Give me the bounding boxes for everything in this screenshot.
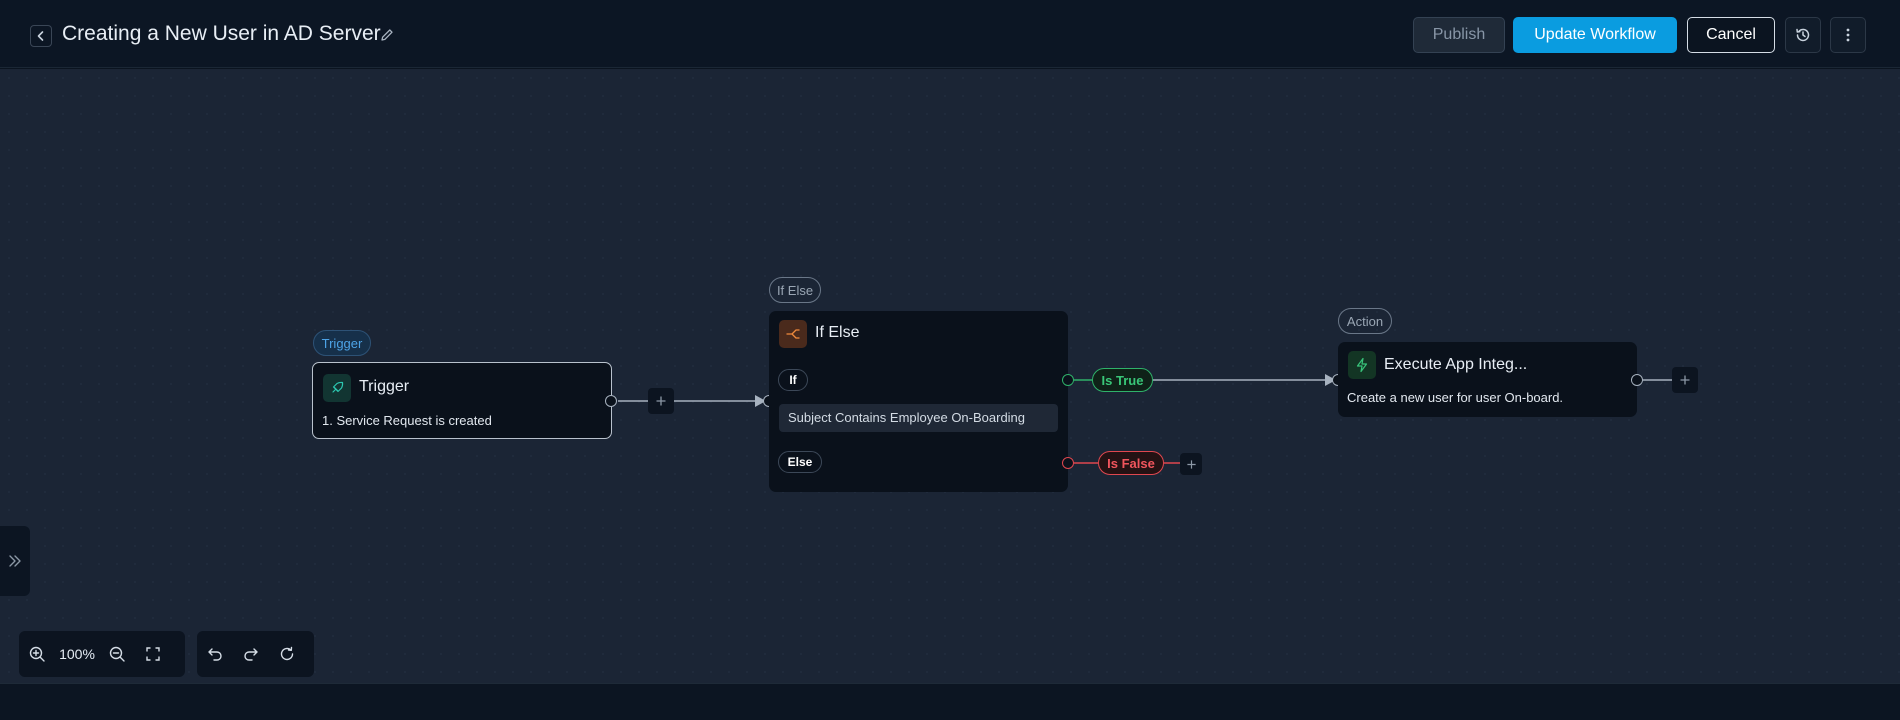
add-step-button[interactable] [648, 388, 674, 414]
zoom-in-icon [29, 646, 45, 662]
fit-screen-button[interactable] [135, 636, 171, 672]
condition-text[interactable]: Subject Contains Employee On-Boarding [779, 404, 1058, 432]
chevron-left-icon [37, 31, 44, 41]
true-output-port[interactable] [1062, 374, 1074, 386]
add-next-step-button[interactable] [1672, 367, 1698, 393]
trigger-badge: Trigger [313, 330, 371, 356]
is-true-branch-label: Is True [1092, 368, 1153, 392]
add-false-step-button[interactable] [1180, 453, 1202, 475]
zoom-out-button[interactable] [99, 636, 135, 672]
trigger-title: Trigger [359, 378, 410, 395]
redo-button[interactable] [233, 636, 269, 672]
if-else-badge: If Else [769, 277, 821, 303]
plus-icon [1680, 375, 1690, 385]
cancel-button[interactable]: Cancel [1687, 17, 1775, 53]
publish-button[interactable]: Publish [1413, 17, 1505, 53]
redo-icon [244, 648, 258, 661]
more-options-button[interactable] [1830, 17, 1866, 53]
is-false-branch-label: Is False [1098, 451, 1164, 475]
action-output-port[interactable] [1631, 374, 1643, 386]
fit-screen-icon [146, 647, 160, 661]
back-button[interactable] [30, 25, 52, 47]
rocket-icon [323, 374, 351, 402]
action-description: Create a new user for user On-board. [1347, 390, 1564, 405]
footer-bar [0, 683, 1900, 720]
history-toolbar [197, 631, 314, 677]
action-badge: Action [1338, 308, 1392, 334]
undo-button[interactable] [197, 636, 233, 672]
trigger-description: 1. Service Request is created [322, 413, 492, 428]
plus-icon [1186, 459, 1196, 469]
page-title: Creating a New User in AD Server [62, 22, 381, 45]
refresh-button[interactable] [269, 636, 305, 672]
false-output-port[interactable] [1062, 457, 1074, 469]
expand-panel-button[interactable] [0, 526, 30, 596]
trigger-output-port[interactable] [605, 395, 617, 407]
update-workflow-button[interactable]: Update Workflow [1513, 17, 1677, 53]
zoom-toolbar: 100% [19, 631, 185, 677]
zoom-level: 100% [59, 646, 95, 662]
double-chevron-right-icon [9, 555, 21, 567]
history-icon [1796, 28, 1810, 42]
action-node[interactable]: Execute App Integ... Create a new user f… [1338, 342, 1637, 417]
refresh-icon [280, 646, 294, 661]
top-bar: Creating a New User in AD Server Publish… [0, 0, 1900, 68]
history-button[interactable] [1785, 17, 1821, 53]
else-label: Else [778, 451, 822, 473]
action-title: Execute App Integ... [1384, 356, 1528, 373]
undo-icon [208, 648, 222, 661]
if-else-title: If Else [815, 324, 860, 341]
zoom-in-button[interactable] [19, 636, 55, 672]
pencil-icon[interactable] [379, 27, 395, 43]
branch-icon [779, 320, 807, 348]
more-vertical-icon [1846, 28, 1850, 42]
trigger-node[interactable]: Trigger 1. Service Request is created [312, 362, 612, 439]
zoom-out-icon [109, 646, 125, 662]
if-else-node[interactable]: If Else If Subject Contains Employee On-… [769, 311, 1068, 492]
lightning-icon [1348, 351, 1376, 379]
if-label: If [778, 369, 808, 391]
plus-icon [656, 396, 666, 406]
